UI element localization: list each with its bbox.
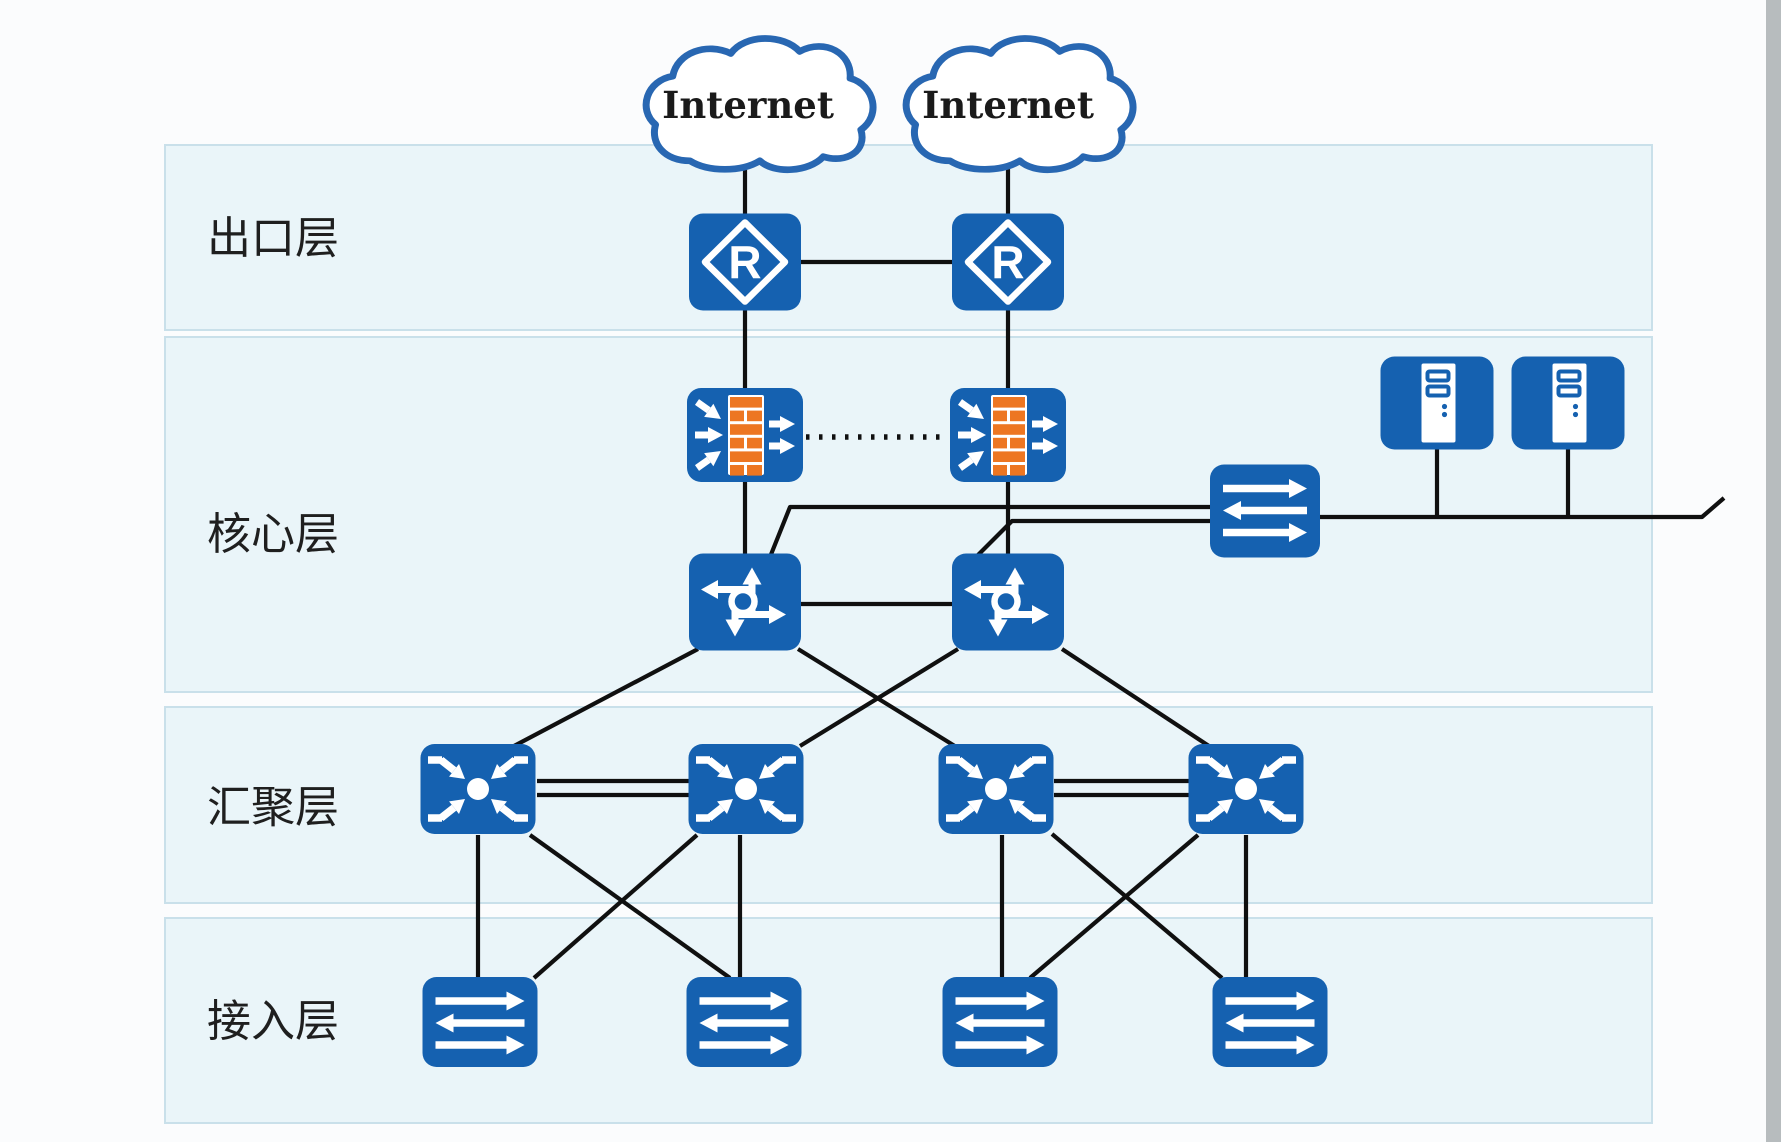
layer-label-aggregation: 汇聚层 [207, 783, 339, 832]
node-server-2 [1511, 356, 1625, 450]
node-server-switch [1210, 464, 1320, 558]
edge-agg2-access1 [532, 833, 699, 980]
cloud-icon [902, 35, 1137, 174]
layer-band-rect-access [164, 917, 1653, 1124]
node-firewall-1 [687, 388, 803, 482]
cloud-label: Internet [662, 83, 834, 127]
layer-band-aggregation: 汇聚层 [164, 706, 1653, 904]
edge-core1-agg1 [513, 647, 699, 748]
node-core-switch-2 [952, 553, 1064, 651]
edge-core2-serversw [974, 518, 1211, 559]
edge-core2-agg4 [1060, 647, 1214, 750]
layer-band-rect-egress [164, 144, 1653, 331]
screen-edge-strip [1766, 0, 1781, 1142]
layer-band-egress: 出口层 [164, 144, 1653, 331]
edge-agg1-access2 [528, 833, 732, 980]
node-firewall-2 [950, 388, 1066, 482]
layer-band-rect-aggregation [164, 706, 1653, 904]
cloud-icon [642, 35, 877, 174]
node-router-2: R [952, 213, 1064, 311]
layer-label-egress: 出口层 [207, 214, 339, 263]
edge-agg3-access4 [1050, 832, 1224, 980]
router-icon [689, 213, 801, 311]
router-letter: R [728, 236, 761, 288]
edge-core2-agg2 [798, 647, 960, 748]
layer-label-core: 核心层 [207, 510, 339, 559]
router-icon [952, 213, 1064, 311]
node-access-switch-4 [1212, 977, 1328, 1067]
router-letter: R [991, 236, 1024, 288]
edge-server-bus [1319, 496, 1726, 520]
node-agg-switch-1 [420, 744, 536, 834]
node-router-1: R [689, 213, 801, 311]
node-server-1 [1380, 356, 1494, 450]
edge-agg4-access3 [1028, 833, 1200, 980]
node-agg-switch-4 [1188, 744, 1304, 834]
edge-core1-serversw [768, 504, 1211, 558]
layer-band-access: 接入层 [164, 917, 1653, 1124]
layer-label-access: 接入层 [207, 997, 339, 1046]
node-access-switch-3 [942, 977, 1058, 1067]
cloud-label: Internet [922, 83, 1094, 127]
node-access-switch-2 [686, 977, 802, 1067]
node-agg-switch-2 [688, 744, 804, 834]
node-agg-switch-3 [938, 744, 1054, 834]
node-access-switch-1 [422, 977, 538, 1067]
edges-layer [475, 160, 1726, 980]
node-internet-cloud-2: Internet [902, 35, 1137, 174]
node-core-switch-1 [689, 553, 801, 651]
node-internet-cloud-1: Internet [642, 35, 877, 174]
